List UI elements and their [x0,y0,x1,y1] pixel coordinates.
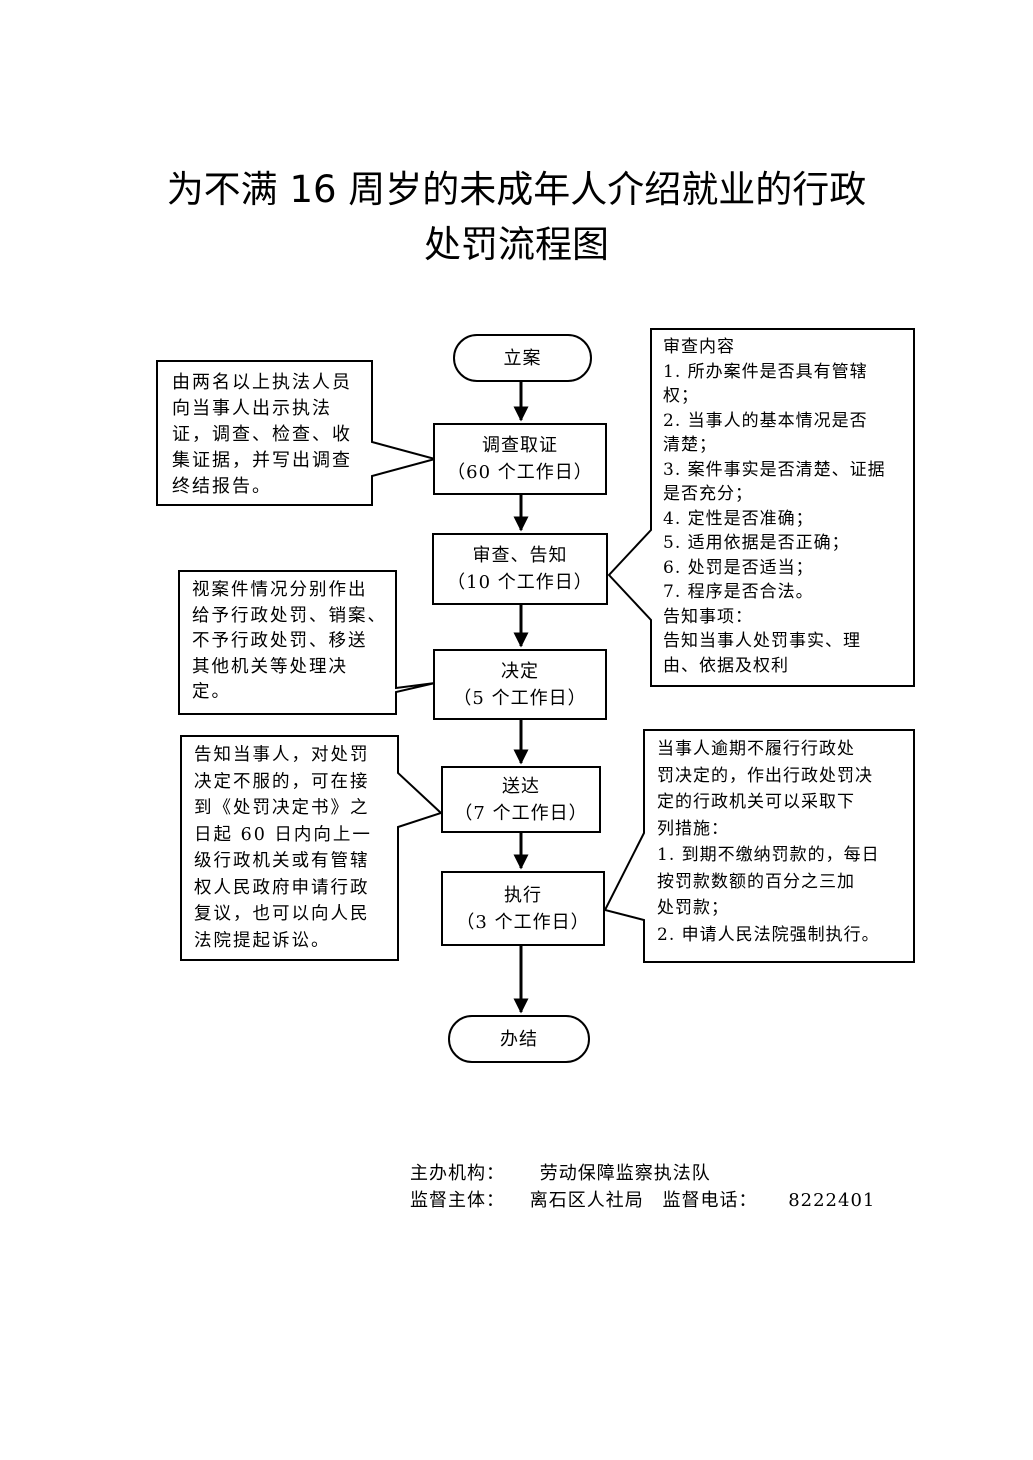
note-line: 决定不服的，可在接 [194,771,370,792]
step-label: 调查取证 [482,435,558,456]
end-terminal: 办结 [448,1015,590,1063]
note-line: 由两名以上执法人员 [172,372,352,393]
step-duration: （10 个工作日） [447,572,593,593]
note-line: 处罚款； [657,898,729,918]
note-line: 集证据，并写出调查 [172,450,352,471]
note-investigation-outline [156,360,439,506]
note-line: 7. 程序是否合法。 [663,582,814,602]
step-investigation: 调查取证 （60 个工作日） [433,423,607,495]
note-decision-outline [178,570,436,715]
note-review: 审查内容 1. 所办案件是否具有管辖 权； 2. 当事人的基本情况是否 清楚； … [651,330,914,683]
note-line: 4. 定性是否准确； [663,508,814,529]
footer-supervisor-value: 离石区人社局 [529,1190,644,1211]
note-line: 级行政机关或有管辖 [194,851,370,871]
note-line: 1. 到期不缴纳罚款的，每日 [657,845,880,865]
step-duration: （60 个工作日） [447,462,593,483]
note-line: 3. 案件事实是否清楚、证据 [663,459,886,480]
note-line: 告知当事人，对处罚 [194,745,370,765]
note-line: 终结报告。 [172,476,272,497]
note-line: 到《处罚决定书》之 [194,798,370,818]
note-line: 罚决定的，作出行政处罚决 [657,765,873,786]
step-decision: 决定 （5 个工作日） [433,649,607,720]
note-line: 复议，也可以向人民 [194,904,370,924]
step-duration: （3 个工作日） [456,911,590,933]
note-line: 告知当事人处罚事实、理 [663,631,861,651]
footer-supervisor-label: 监督主体： [410,1190,505,1211]
note-line: 法院提起诉讼。 [194,930,331,951]
note-delivery: 告知当事人，对处罚 决定不服的，可在接 到《处罚决定书》之 日起 60 日内向上… [182,737,398,959]
title-line-1: 为不满 16 周岁的未成年人介绍就业的行政 [166,168,867,211]
note-line: 告知事项： [663,606,753,627]
note-line: 2. 申请人民法院强制执行。 [657,924,880,945]
note-line: 2. 当事人的基本情况是否 [663,410,868,431]
note-investigation: 由两名以上执法人员 向当事人出示执法 证，调查、检查、收 集证据，并写出调查 终… [158,362,372,508]
note-line: 给予行政处罚、销案、 [192,605,387,626]
note-line: 5. 适用依据是否正确； [663,533,850,553]
note-line: 列措施： [657,818,729,839]
note-line: 权人民政府申请行政 [194,877,370,898]
note-decision: 视案件情况分别作出 给予行政处罚、销案、 不予行政处罚、移送 其他机关等处理决 … [180,572,396,712]
title-line-2: 处罚流程图 [424,223,609,266]
note-line: 定的行政机关可以采取下 [657,792,855,812]
note-delivery-outline [180,735,443,961]
step-duration: （5 个工作日） [453,687,587,709]
note-line: 其他机关等处理决 [192,656,348,677]
step-label: 审查、告知 [472,545,568,566]
step-execution: 执行 （3 个工作日） [441,871,605,946]
note-line: 证，调查、检查、收 [172,424,352,445]
note-line: 向当事人出示执法 [172,398,332,419]
note-line: 不予行政处罚、移送 [192,631,368,651]
start-label: 立案 [503,347,542,369]
step-duration: （7 个工作日） [454,802,588,824]
step-label: 执行 [504,884,542,906]
note-line: 视案件情况分别作出 [192,580,368,600]
note-line: 当事人逾期不履行行政处 [657,739,855,759]
note-line: 6. 处罚是否适当； [663,557,814,578]
note-review-outline [607,328,915,687]
step-review-notify: 审查、告知 （10 个工作日） [432,533,608,605]
footer-org-label: 主办机构： [410,1163,505,1184]
note-line: 是否充分； [663,484,753,504]
note-execution: 当事人逾期不履行行政处 罚决定的，作出行政处罚决 定的行政机关可以采取下 列措施… [645,731,914,953]
footer-phone-label: 监督电话： [662,1190,758,1211]
note-line: 日起 60 日内向上一 [194,824,372,845]
step-label: 决定 [501,660,539,682]
step-label: 送达 [502,775,540,797]
end-label: 办结 [500,1028,538,1050]
note-line: 清楚； [663,435,717,455]
footer-phone-value: 8222401 [788,1190,876,1211]
note-line: 审查内容 [663,337,735,357]
footer-organizer: 主办机构： 劳动保障监察执法队 [410,1160,711,1188]
start-terminal: 立案 [453,334,592,382]
note-execution-outline [603,729,915,963]
step-delivery: 送达 （7 个工作日） [441,766,601,833]
note-line: 按罚款数额的百分之三加 [657,871,855,892]
footer-org-value: 劳动保障监察执法队 [539,1163,711,1184]
note-line: 权； [663,386,699,406]
footer-supervision: 监督主体： 离石区人社局 监督电话： 8222401 [410,1187,875,1215]
note-line: 1. 所办案件是否具有管辖 [663,361,868,382]
note-line: 定。 [192,682,231,702]
note-line: 由、依据及权利 [663,655,789,676]
